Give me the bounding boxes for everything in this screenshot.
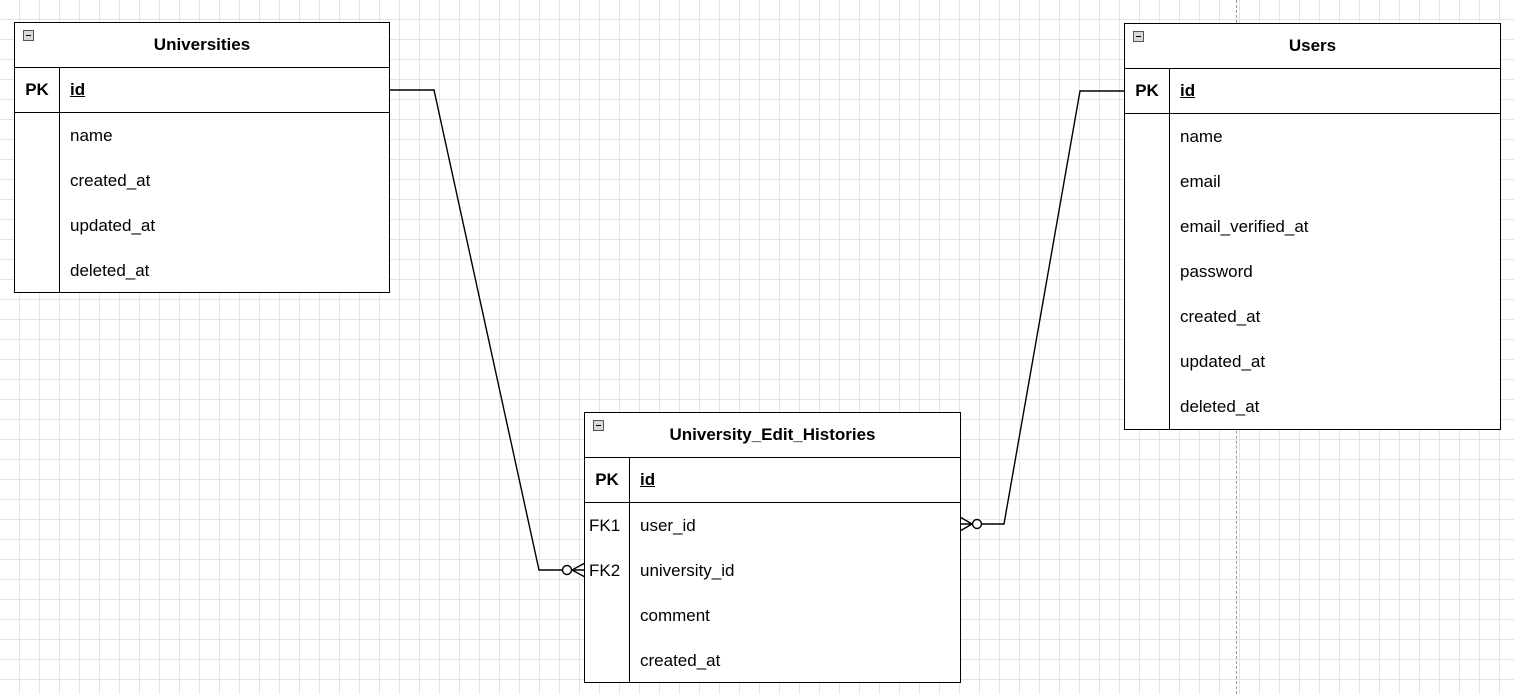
zero-optionality-marker [561,564,573,576]
entity-title: Users [1288,36,1337,55]
field-name: id [640,470,656,489]
field-row[interactable]: email_verified_at [1125,204,1500,249]
field-name: password [1180,261,1253,281]
key-label [15,158,60,203]
field-name: deleted_at [1180,396,1260,416]
field-name: user_id [640,515,696,535]
entity-title: University_Edit_Histories [669,425,876,444]
field-row[interactable]: FK1 user_id [585,503,960,548]
field-row[interactable]: name [1125,114,1500,159]
relationship-universities-edit-histories[interactable] [389,89,562,571]
key-label [15,248,60,293]
field-row[interactable]: updated_at [15,203,389,248]
field-name: comment [640,605,710,625]
key-label [1125,339,1170,384]
field-row[interactable]: email [1125,159,1500,204]
field-name: name [70,125,113,145]
crowfoot-many-marker [571,562,586,578]
field-row[interactable]: password [1125,249,1500,294]
relationship-users-edit-histories[interactable] [982,90,1125,525]
field-name: created_at [1180,306,1261,326]
field-name: updated_at [1180,351,1266,371]
field-name: created_at [70,170,151,190]
field-row[interactable]: created_at [1125,294,1500,339]
entity-header: Universities [15,23,389,68]
key-label [15,203,60,248]
crowfoot-many-marker [959,516,973,532]
field-name: university_id [640,560,735,580]
primary-key-row[interactable]: PK id [585,458,960,503]
entity-header: Users [1125,24,1500,69]
collapse-icon[interactable] [593,420,604,431]
key-label: FK2 [585,548,630,593]
key-label [585,593,630,638]
field-row[interactable]: created_at [585,638,960,683]
key-label: PK [15,68,60,112]
key-label [1125,384,1170,429]
field-row[interactable]: updated_at [1125,339,1500,384]
collapse-icon[interactable] [1133,31,1144,42]
field-row[interactable]: name [15,113,389,158]
key-label [1125,204,1170,249]
entity-header: University_Edit_Histories [585,413,960,458]
field-name: email [1180,171,1221,191]
key-label [585,638,630,683]
field-name: id [70,80,86,99]
field-name: email_verified_at [1180,216,1309,236]
entity-users[interactable]: Users PK id name email email_verified_at… [1124,23,1501,430]
entity-title: Universities [153,35,251,54]
field-name: updated_at [70,215,156,235]
field-row[interactable]: comment [585,593,960,638]
key-label [1125,159,1170,204]
key-label [1125,249,1170,294]
field-row[interactable]: deleted_at [15,248,389,293]
primary-key-row[interactable]: PK id [1125,69,1500,114]
key-label [15,113,60,158]
key-label [1125,294,1170,339]
field-row[interactable]: deleted_at [1125,384,1500,429]
key-label: PK [1125,69,1170,113]
key-label [1125,114,1170,159]
key-label: FK1 [585,503,630,548]
entity-university-edit-histories[interactable]: University_Edit_Histories PK id FK1 user… [584,412,961,683]
primary-key-row[interactable]: PK id [15,68,389,113]
field-name: id [1180,81,1196,100]
key-label: PK [585,458,630,502]
field-row[interactable]: FK2 university_id [585,548,960,593]
field-name: deleted_at [70,260,150,280]
collapse-icon[interactable] [23,30,34,41]
field-row[interactable]: created_at [15,158,389,203]
field-name: name [1180,126,1223,146]
entity-universities[interactable]: Universities PK id name created_at updat… [14,22,390,293]
field-name: created_at [640,650,721,670]
zero-optionality-marker [971,518,983,530]
